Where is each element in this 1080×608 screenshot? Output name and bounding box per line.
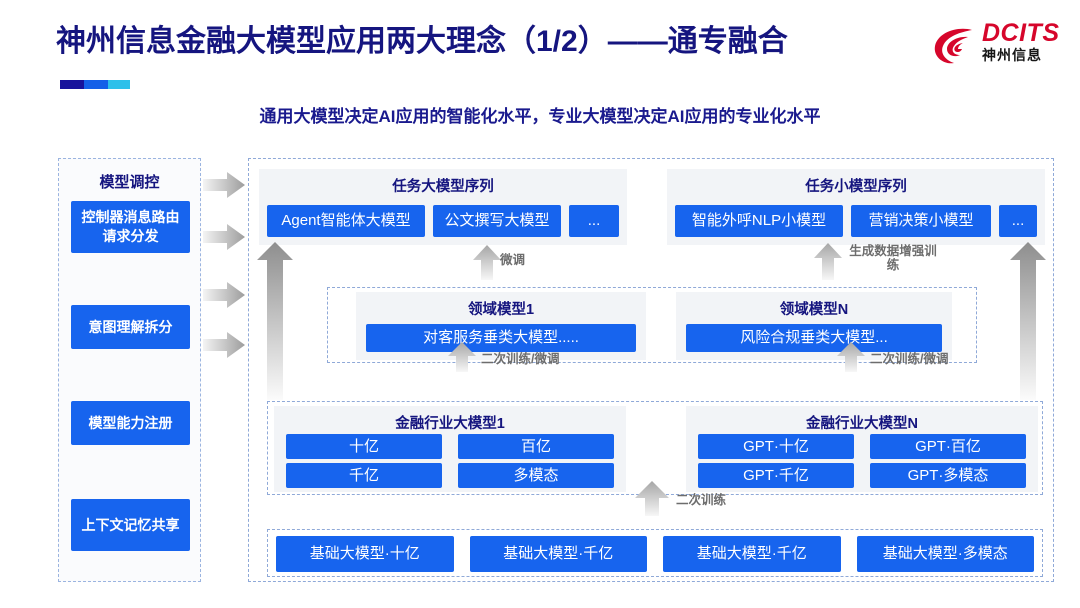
task-small-model-items: 智能外呼NLP小模型 营销决策小模型 ... [675, 205, 1037, 237]
domain-model-n-item[interactable]: 风险合规垂类大模型... [686, 324, 942, 352]
industry-model-wrapper: 金融行业大模型1 十亿 百亿 千亿 多模态 金融行业大模型N GPT·十亿 GP… [267, 401, 1043, 495]
base-model-item-3[interactable]: 基础大模型·多模态 [856, 536, 1034, 572]
arrow-label-data-aug: 生成数据增强训练 [849, 244, 937, 272]
model-control-panel: 模型调控 控制器消息路由请求分发 意图理解拆分 模型能力注册 上下文记忆共享 [58, 158, 201, 582]
right-arrow-icon-3 [203, 282, 245, 308]
right-arrow-icon-2 [203, 224, 245, 250]
industry-n-item-0[interactable]: GPT·十亿 [698, 434, 854, 459]
model-control-title: 模型调控 [99, 174, 160, 191]
title-accent-bar [60, 80, 130, 89]
page-title: 神州信息金融大模型应用两大理念（1/2）——通专融合 [56, 25, 788, 58]
dcits-logo-mark-icon [934, 28, 972, 64]
task-big-item-0[interactable]: Agent智能体大模型 [267, 205, 425, 237]
task-big-model-items: Agent智能体大模型 公文撰写大模型 ... [267, 205, 619, 237]
industry-model-1-title: 金融行业大模型1 [395, 416, 505, 432]
control-item-intent[interactable]: 意图理解拆分 [71, 305, 190, 349]
task-big-item-1[interactable]: 公文撰写大模型 [433, 205, 561, 237]
domain-model-1-panel: 领域模型1 对客服务垂类大模型..... [356, 292, 646, 360]
domain-model-1-item[interactable]: 对客服务垂类大模型..... [366, 324, 636, 352]
arrow-label-retrain-left: 二次训练/微调 [481, 352, 560, 366]
domain-model-n-panel: 领域模型N 风险合规垂类大模型... [676, 292, 952, 360]
control-item-context[interactable]: 上下文记忆共享 [71, 499, 190, 551]
task-small-item-2[interactable]: ... [999, 205, 1037, 237]
dcits-logo: DCITS 神州信息 [932, 20, 1064, 74]
task-big-item-2[interactable]: ... [569, 205, 619, 237]
control-item-router[interactable]: 控制器消息路由请求分发 [71, 201, 190, 253]
control-item-register[interactable]: 模型能力注册 [71, 401, 190, 445]
industry-model-n-items: GPT·十亿 GPT·百亿 GPT·千亿 GPT·多模态 [698, 434, 1026, 488]
domain-model-1-items: 对客服务垂类大模型..... [366, 324, 636, 352]
industry-1-item-3[interactable]: 多模态 [458, 463, 614, 488]
base-model-item-0[interactable]: 基础大模型·十亿 [276, 536, 454, 572]
architecture-container: 任务大模型序列 Agent智能体大模型 公文撰写大模型 ... 任务小模型序列 … [248, 158, 1054, 582]
industry-n-item-3[interactable]: GPT·多模态 [870, 463, 1026, 488]
industry-1-item-1[interactable]: 百亿 [458, 434, 614, 459]
task-small-item-1[interactable]: 营销决策小模型 [851, 205, 991, 237]
arrow-label-retrain-center: 二次训练 [676, 493, 727, 507]
dcits-logo-text: DCITS 神州信息 [982, 20, 1060, 63]
base-model-item-2[interactable]: 基础大模型·千亿 [663, 536, 841, 572]
diagram-stage: 模型调控 控制器消息路由请求分发 意图理解拆分 模型能力注册 上下文记忆共享 任… [0, 150, 1080, 600]
industry-model-n-panel: 金融行业大模型N GPT·十亿 GPT·百亿 GPT·千亿 GPT·多模态 [686, 406, 1038, 492]
base-model-item-1[interactable]: 基础大模型·千亿 [469, 536, 647, 572]
base-model-items: 基础大模型·十亿 基础大模型·千亿 基础大模型·千亿 基础大模型·多模态 [276, 536, 1034, 572]
industry-n-item-2[interactable]: GPT·千亿 [698, 463, 854, 488]
task-small-item-0[interactable]: 智能外呼NLP小模型 [675, 205, 843, 237]
dcits-logo-en: DCITS [982, 19, 1060, 47]
industry-1-item-2[interactable]: 千亿 [286, 463, 442, 488]
right-arrow-icon-1 [203, 172, 245, 198]
right-arrow-icon-4 [203, 332, 245, 358]
task-small-model-panel: 任务小模型序列 智能外呼NLP小模型 营销决策小模型 ... [667, 169, 1045, 245]
accent-segment-3 [108, 80, 130, 89]
accent-segment-1 [60, 80, 84, 89]
industry-model-n-title: 金融行业大模型N [806, 416, 918, 432]
page-header: 神州信息金融大模型应用两大理念（1/2）——通专融合 DCITS 神州信息 通用… [0, 0, 1080, 126]
accent-segment-2 [84, 80, 108, 89]
domain-model-n-title: 领域模型N [779, 302, 849, 318]
industry-n-item-1[interactable]: GPT·百亿 [870, 434, 1026, 459]
industry-model-1-panel: 金融行业大模型1 十亿 百亿 千亿 多模态 [274, 406, 626, 492]
industry-1-item-0[interactable]: 十亿 [286, 434, 442, 459]
arrow-label-fine-tune: 微调 [500, 253, 526, 267]
dcits-logo-cn: 神州信息 [982, 47, 1042, 63]
task-small-model-title: 任务小模型序列 [805, 179, 907, 195]
industry-model-1-items: 十亿 百亿 千亿 多模态 [286, 434, 614, 488]
page-subtitle: 通用大模型决定AI应用的智能化水平，专业大模型决定AI应用的专业化水平 [259, 107, 821, 126]
domain-model-wrapper: 领域模型1 对客服务垂类大模型..... 领域模型N 风险合规垂类大模型... [327, 287, 977, 363]
domain-model-n-items: 风险合规垂类大模型... [686, 324, 942, 352]
domain-model-1-title: 领域模型1 [467, 302, 535, 318]
arrow-label-retrain-right: 二次训练/微调 [870, 352, 949, 366]
task-big-model-panel: 任务大模型序列 Agent智能体大模型 公文撰写大模型 ... [259, 169, 627, 245]
base-model-wrapper: 基础大模型·十亿 基础大模型·千亿 基础大模型·千亿 基础大模型·多模态 [267, 529, 1043, 577]
task-big-model-title: 任务大模型序列 [392, 179, 494, 195]
